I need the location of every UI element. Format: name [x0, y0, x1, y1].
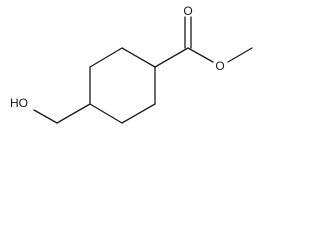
methyl-ester-group: O O — [154, 4, 253, 73]
ester-oxygen-label: O — [215, 59, 224, 73]
ring-to-methylene-bond — [56, 103, 91, 124]
carbon-to-ester-oxygen-bond — [187, 47, 214, 63]
ring-bond-top-left — [89, 47, 123, 68]
methylene-to-hydroxyl-bond — [33, 109, 58, 124]
ring-to-carbonyl-carbon-bond — [154, 47, 189, 68]
ring-bond-bottom-right — [121, 103, 156, 124]
hydroxyl-label: HO — [10, 96, 28, 110]
hydroxymethyl-group: HO — [10, 96, 91, 124]
carbonyl-oxygen-label: O — [183, 4, 192, 18]
ring-bond-top-right — [121, 47, 156, 68]
molecule-structure-diagram: O O HO — [10, 4, 253, 124]
cyclohexane-ring — [89, 47, 156, 124]
ester-oxygen-to-methyl-bond — [227, 47, 253, 63]
ring-bond-bottom-left — [89, 103, 123, 124]
